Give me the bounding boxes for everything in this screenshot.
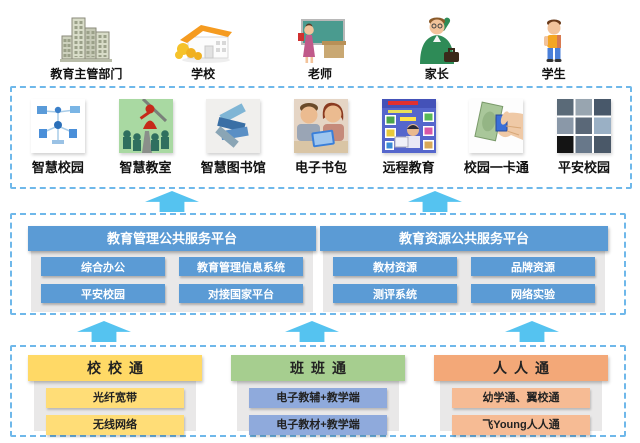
applications-box: 智慧校园 智慧教室 [10, 86, 632, 189]
app-label: 智慧教室 [119, 160, 172, 175]
stakeholders-row: 教育主管部门 学校 [0, 2, 640, 82]
app-label: 智慧校园 [31, 160, 84, 175]
channel-title: 班班通 [231, 355, 405, 381]
stakeholder-label: 老师 [307, 67, 332, 81]
app-label: 校园一卡通 [463, 160, 529, 175]
channel-item: 电子教材+教学端 [249, 415, 387, 435]
e-schoolbag-tablet-icon [293, 99, 348, 153]
up-arrow-icon [77, 321, 131, 342]
student-figure-icon [536, 14, 572, 64]
app-safe-campus: 平安校园 [541, 99, 627, 176]
parent-figure-icon [413, 14, 461, 64]
app-smart-library: 智慧图书馆 [190, 99, 276, 176]
up-arrow-icon [408, 191, 462, 212]
stakeholder-student: 学生 [504, 14, 604, 82]
stakeholder-label: 教育主管部门 [50, 67, 123, 81]
platform-item: 对接国家平台 [179, 284, 303, 303]
stakeholder-label: 家长 [424, 67, 449, 81]
stakeholder-government: 教育主管部门 [36, 14, 136, 82]
channel-renrentong: 人人通 幼学通、翼校通 飞Young人人通 [434, 355, 608, 435]
government-buildings-icon [60, 14, 113, 64]
school-building-icon [174, 14, 233, 64]
channel-title: 校校通 [28, 355, 202, 381]
up-arrow-icon [145, 191, 199, 212]
panel-title: 教育管理公共服务平台 [28, 226, 316, 251]
smart-campus-network-icon [30, 99, 85, 153]
platform-item: 品牌资源 [471, 257, 595, 276]
platform-item: 网络实验 [471, 284, 595, 303]
channel-item: 幼学通、翼校通 [452, 388, 590, 408]
app-label: 智慧图书馆 [200, 160, 266, 175]
channel-title: 人人通 [434, 355, 608, 381]
channel-item: 飞Young人人通 [452, 415, 590, 435]
app-label: 远程教育 [382, 160, 435, 175]
channel-xiaoxiaotong: 校校通 光纤宽带 无线网络 [28, 355, 202, 435]
stakeholder-parent: 家长 [387, 14, 487, 82]
channels-box: 校校通 光纤宽带 无线网络 班班通 电子教辅+教学端 电子教材+教学端 人人通 … [10, 345, 626, 437]
app-smart-campus: 智慧校园 [15, 99, 101, 176]
app-label: 电子书包 [294, 160, 347, 175]
up-arrow-icon [285, 321, 339, 342]
teacher-blackboard-icon [294, 14, 346, 64]
app-campus-onecard: 校园一卡通 [453, 99, 539, 176]
app-label: 平安校园 [558, 160, 611, 175]
app-smart-classroom: 智慧教室 [103, 99, 189, 176]
platform-item: 测评系统 [333, 284, 457, 303]
panel-grid: 综合办公 教育管理信息系统 平安校园 对接国家平台 [41, 257, 303, 303]
stakeholder-teacher: 老师 [270, 14, 370, 82]
resource-platform-panel: 教育资源公共服务平台 教材资源 品牌资源 测评系统 网络实验 [320, 226, 608, 312]
up-arrow-icon [505, 321, 559, 342]
platform-item: 平安校园 [41, 284, 165, 303]
stakeholder-label: 学校 [191, 67, 216, 81]
platform-item: 教育管理信息系统 [179, 257, 303, 276]
smart-library-books-icon [206, 99, 261, 153]
channel-item: 无线网络 [46, 415, 184, 435]
app-e-schoolbag: 电子书包 [278, 99, 364, 176]
app-distance-education: 远程教育 [366, 99, 452, 176]
distance-education-poster-icon [381, 99, 436, 153]
platform-item: 教材资源 [333, 257, 457, 276]
smart-classroom-icon [118, 99, 173, 153]
safe-campus-monitoring-icon [557, 99, 612, 153]
panel-title: 教育资源公共服务平台 [320, 226, 608, 251]
platform-item: 综合办公 [41, 257, 165, 276]
channel-banbantong: 班班通 电子教辅+教学端 电子教材+教学端 [231, 355, 405, 435]
campus-onecard-payment-icon [469, 99, 524, 153]
panel-grid: 教材资源 品牌资源 测评系统 网络实验 [333, 257, 595, 303]
stakeholder-school: 学校 [153, 14, 253, 82]
platforms-box: 教育管理公共服务平台 综合办公 教育管理信息系统 平安校园 对接国家平台 教育资… [10, 213, 626, 315]
stakeholder-label: 学生 [541, 67, 566, 81]
channel-item: 电子教辅+教学端 [249, 388, 387, 408]
management-platform-panel: 教育管理公共服务平台 综合办公 教育管理信息系统 平安校园 对接国家平台 [28, 226, 316, 312]
channel-item: 光纤宽带 [46, 388, 184, 408]
